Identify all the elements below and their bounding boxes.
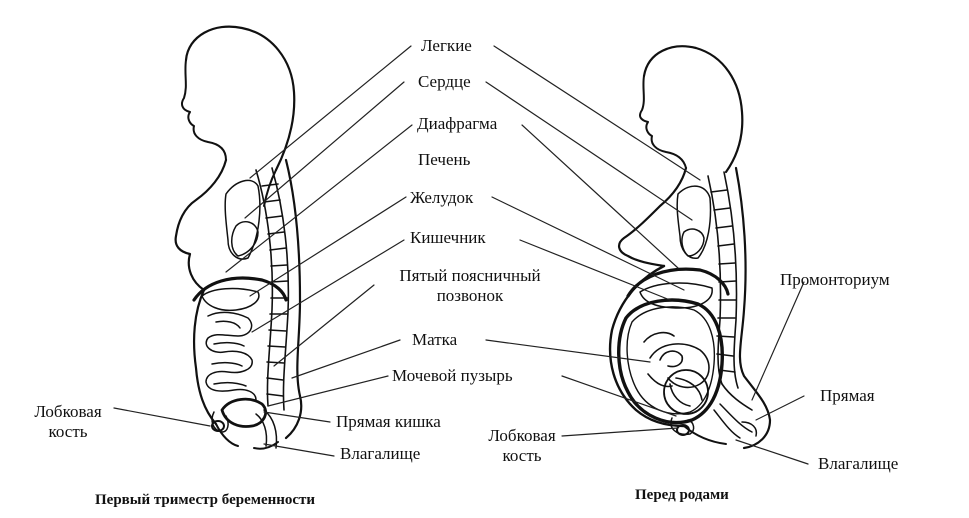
leader-stomach-right (491, 196, 685, 291)
label-promontory: Промонториум (780, 270, 890, 289)
left-body-silhouette (174, 25, 303, 450)
leader-lungs-left (249, 45, 412, 179)
left-organs (192, 179, 288, 449)
leader-diaphragm-left (225, 124, 413, 273)
leader-pubic-left (113, 407, 211, 427)
label-fifth-lumbar-line2: позвонок (436, 286, 504, 305)
label-bladder: Мочевой пузырь (392, 366, 513, 385)
right-body-silhouette (608, 45, 772, 450)
leader-rectum-right (755, 395, 805, 421)
caption-first-trimester: Первый триместр беременности (95, 492, 316, 508)
leader-stomach-left (249, 196, 407, 297)
leader-heart-left (244, 81, 405, 219)
left-spine (255, 167, 290, 411)
leader-pubic-right (561, 427, 679, 437)
leader-intestine-left (251, 239, 405, 333)
leader-bladder-right (561, 375, 677, 417)
label-pubic-left-line2: кость (48, 422, 88, 441)
label-vagina-right: Влагалище (818, 454, 899, 473)
leader-diaphragm-right (521, 124, 679, 269)
leader-uterus-right (485, 339, 651, 363)
right-spine (707, 171, 753, 411)
leader-lines (113, 45, 809, 465)
fetus (643, 331, 710, 415)
label-fifth-lumbar-line1: Пятый поясничный (399, 266, 541, 285)
label-intestine: Кишечник (410, 228, 486, 247)
leader-bladder-left (267, 375, 389, 407)
leader-intestine-right (519, 239, 671, 301)
label-liver: Печень (418, 150, 471, 169)
label-vagina: Влагалище (340, 444, 421, 463)
leader-vagina-right (735, 439, 809, 465)
right-organs (617, 185, 758, 439)
leader-rectum-left (263, 411, 331, 423)
label-lungs: Легкие (421, 36, 472, 55)
leader-vagina-left (263, 443, 335, 457)
leader-uterus-left (291, 339, 401, 379)
leader-lumbar-left (273, 284, 375, 367)
label-pubic-left-line1: Лобковая (34, 402, 102, 421)
label-fifth-lumbar-vertebra: Пятый поясничный позвонок (380, 266, 560, 306)
label-pubic-bone-right: Лобковая кость (472, 426, 572, 466)
label-pubic-right-line2: кость (502, 446, 542, 465)
label-diaphragm: Диафрагма (417, 114, 498, 133)
label-rectum-right: Прямая (820, 386, 875, 405)
label-stomach: Желудок (410, 188, 474, 207)
leader-lungs-right (493, 45, 701, 181)
leader-promontory (751, 281, 805, 401)
label-uterus: Матка (412, 330, 458, 349)
caption-before-birth: Перед родами (635, 487, 729, 503)
label-rectum: Прямая кишка (336, 412, 441, 431)
label-pubic-right-line1: Лобковая (488, 426, 556, 445)
label-pubic-bone-left: Лобковая кость (18, 402, 118, 442)
label-heart: Сердце (418, 72, 471, 91)
leader-heart-right (485, 81, 693, 221)
